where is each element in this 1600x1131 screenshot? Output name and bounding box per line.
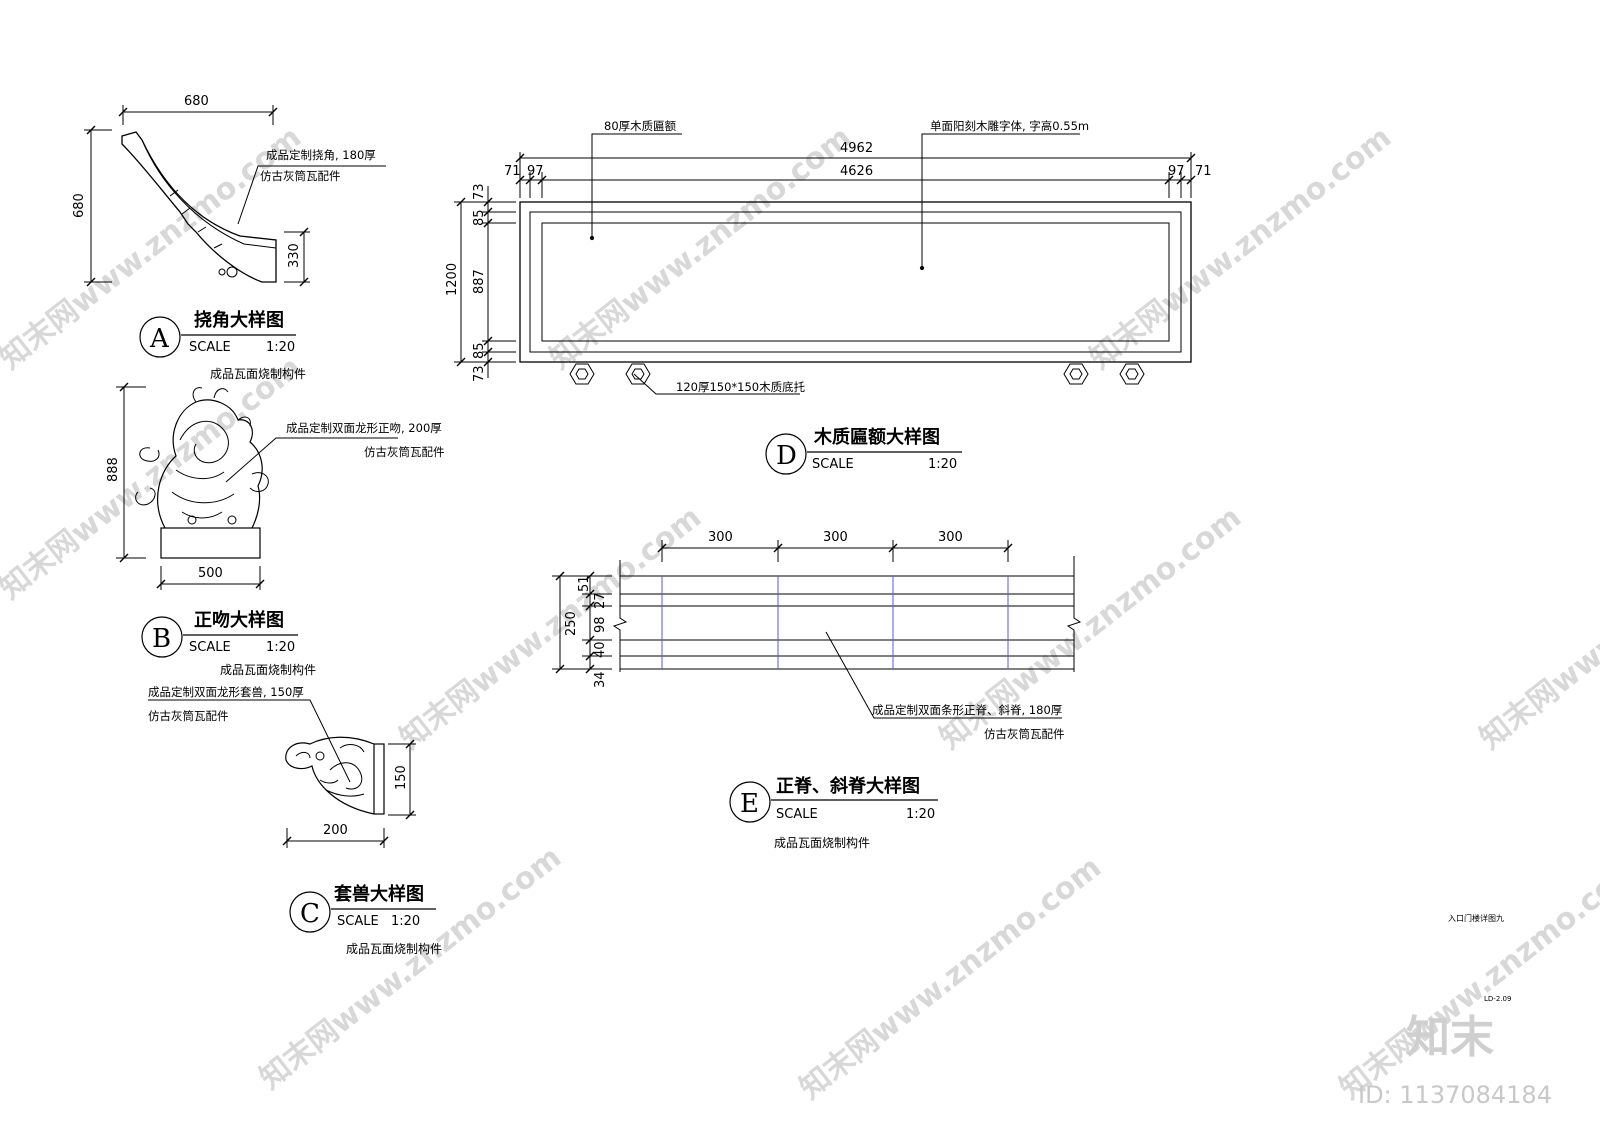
note-e-2: 仿古灰筒瓦配件 [984,727,1065,741]
dim-d-top-frame: 85 [472,209,487,226]
note-b-2: 仿古灰筒瓦配件 [364,445,445,459]
title-block-b: B 正吻大样图 SCALE 1:20 成品瓦面烧制构件 [141,609,316,677]
dim-d-overall: 4962 [840,141,873,156]
dim-e-total: 250 [564,611,579,636]
detail-c [148,699,416,848]
dim-a-lower: 330 [287,243,302,268]
dim-b-width: 500 [198,566,223,581]
title-block-a: A 挠角大样图 SCALE 1:20 成品瓦面烧制构件 [139,309,306,381]
scale-label-a: SCALE [189,340,231,355]
note-c-1: 成品定制双面龙形套兽, 150厚 [148,685,304,699]
note-a-2: 仿古灰筒瓦配件 [260,169,341,183]
detail-marker-d [765,433,807,475]
subtitle-c: 成品瓦面烧制构件 [346,941,442,956]
detail-letter-a: A [149,324,170,354]
scale-value-a: 1:20 [266,340,295,355]
dim-c-height: 150 [394,765,409,790]
scale-label-e: SCALE [776,807,818,822]
brand-logo-text: 知末 [1406,1012,1494,1063]
dim-d-left-frame: 97 [527,164,544,179]
watermark-text: 知末网www.znzmo.com [1333,850,1600,1107]
dim-d-inner-height: 887 [472,269,487,294]
title-block-d: D 木质匾额大样图 SCALE 1:20 [765,426,962,475]
dim-e-d2: 27 [593,592,608,609]
detail-a [84,105,386,287]
detail-letter-c: C [300,899,320,929]
scale-label-c: SCALE [337,914,379,929]
dim-a-height: 680 [72,193,87,218]
note-b-1: 成品定制双面龙形正吻, 200厚 [286,421,442,435]
dim-e-d1: 51 [577,575,592,592]
detail-title-e: 正脊、斜脊大样图 [776,775,920,797]
dim-d-bottom-edge: 73 [472,365,487,382]
watermark-text: 知末网www.znzmo.com [0,350,308,607]
title-block-c: C 套兽大样图 SCALE 1:20 成品瓦面烧制构件 [289,883,442,956]
note-d-text: 单面阳刻木雕字体, 字高0.55m [930,119,1089,133]
watermark-text: 知末网www.znzmo.com [793,850,1108,1107]
watermark-text: 知末网www.znzmo.com [393,500,708,757]
detail-marker-c [289,891,331,933]
note-d-bracket: 120厚150*150木质底托 [676,380,806,394]
scale-value-c: 1:20 [391,914,420,929]
dim-e-d3: 98 [593,616,608,633]
dim-e-d5: 34 [593,671,608,688]
detail-letter-b: B [152,624,171,654]
scale-label-b: SCALE [189,640,231,655]
sheet-name: 入口门楼详图九 [1448,913,1504,923]
scale-value-d: 1:20 [928,457,957,472]
detail-title-b: 正吻大样图 [194,609,284,631]
dim-d-left-edge: 71 [504,164,521,179]
dim-d-right-frame: 97 [1168,164,1185,179]
note-a-1: 成品定制挠角, 180厚 [266,148,376,162]
image-id-label: ID: 1137084184 [1358,1081,1552,1109]
detail-letter-d: D [776,441,797,471]
note-e-1: 成品定制双面条形正脊、斜脊, 180厚 [872,703,1062,717]
note-c-2: 仿古灰筒瓦配件 [148,709,229,723]
subtitle-b: 成品瓦面烧制构件 [220,662,316,677]
title-block-e: E 正脊、斜脊大样图 SCALE 1:20 成品瓦面烧制构件 [729,775,938,850]
dim-e-span-3: 300 [938,530,963,545]
watermark-text: 知末网www.znzmo.com [253,840,568,1097]
note-d-board: 80厚木质匾额 [604,119,677,133]
dim-d-right-edge: 71 [1195,164,1212,179]
dim-c-width: 200 [323,823,348,838]
detail-d [454,133,1196,395]
detail-title-d: 木质匾额大样图 [813,426,940,448]
sheet-number: LD-2.09 [1484,995,1511,1003]
dim-e-d4: 40 [593,641,608,658]
scale-label-d: SCALE [812,457,854,472]
dim-d-top-edge: 73 [472,183,487,200]
scale-value-e: 1:20 [906,807,935,822]
dim-e-span-1: 300 [708,530,733,545]
detail-title-c: 套兽大样图 [334,883,424,905]
detail-e [552,540,1082,719]
detail-marker-e [729,781,771,823]
detail-marker-a [139,316,181,358]
detail-e-joints [661,576,1009,669]
detail-letter-e: E [740,789,759,819]
subtitle-e: 成品瓦面烧制构件 [774,835,870,850]
subtitle-a: 成品瓦面烧制构件 [210,366,306,381]
detail-title-a: 挠角大样图 [194,309,284,331]
dim-d-bottom-frame: 85 [472,342,487,359]
dim-a-width: 680 [184,94,209,109]
dim-d-height: 1200 [445,263,460,296]
watermark-text: 知末网www.znzmo.com [1473,500,1600,757]
scale-value-b: 1:20 [266,640,295,655]
dim-e-span-2: 300 [823,530,848,545]
dim-d-inner: 4626 [840,164,873,179]
detail-marker-b [141,616,183,658]
dim-b-height: 888 [106,457,121,482]
detail-b [116,382,398,590]
